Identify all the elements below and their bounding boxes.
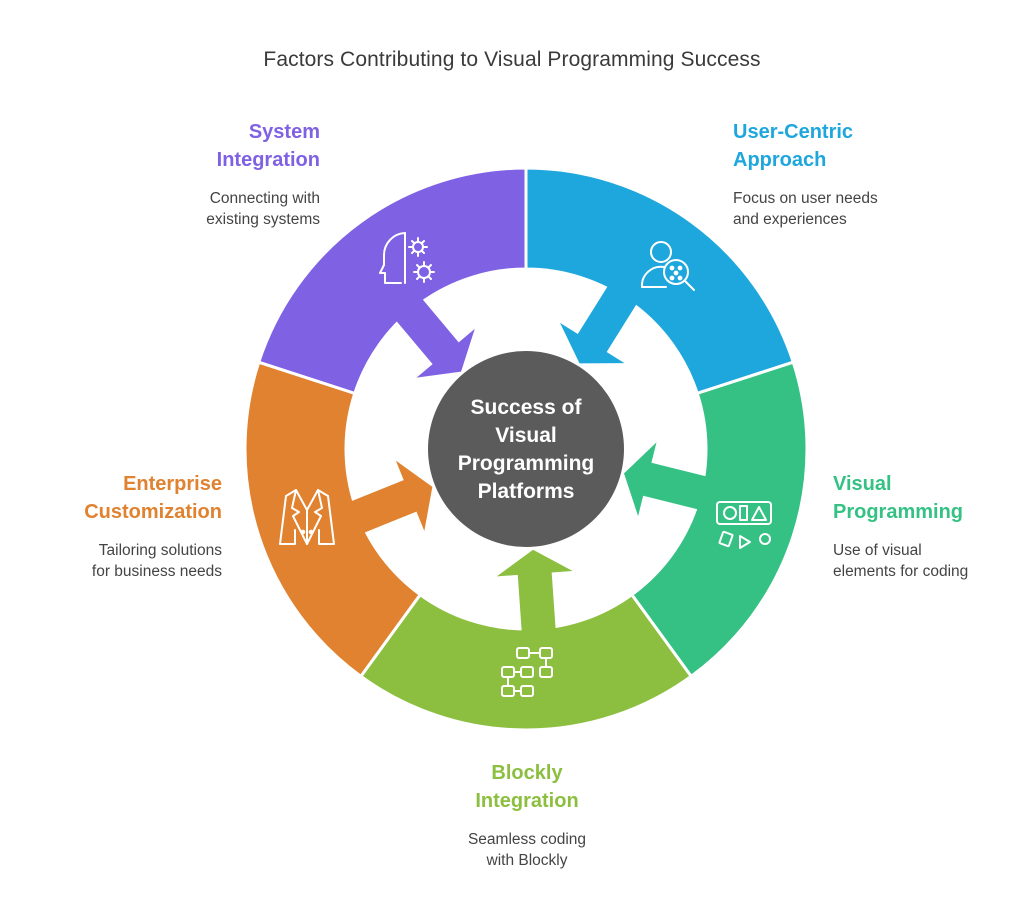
arrow-blockly-integration: [496, 549, 573, 634]
segment-system-integration: [256, 166, 528, 396]
segment-user-centric: [524, 166, 796, 396]
segment-blockly-integration: [358, 592, 694, 732]
shapes-icon: [716, 501, 772, 549]
heading-enterprise-customization: Enterprise Customization: [84, 473, 222, 523]
inward-arrows: [349, 283, 709, 634]
center-label-line: Platforms: [478, 480, 575, 503]
user-search-icon: [640, 241, 695, 291]
label-enterprise-customization: Enterprise Customization Tailoring solut…: [20, 470, 222, 582]
ring-segments: [243, 166, 809, 732]
diagram-title: Factors Contributing to Visual Programmi…: [263, 48, 761, 71]
head-gears-icon: [379, 232, 435, 284]
segment-icons: [279, 232, 772, 697]
center-label-line: Success of: [471, 396, 583, 419]
label-system-integration: System Integration Connecting with exist…: [120, 118, 320, 230]
arrow-visual-programming: [623, 442, 709, 517]
heading-user-centric: User-Centric Approach: [733, 121, 854, 171]
center-label-line: Programming: [458, 452, 595, 475]
desc-visual-programming: Use of visual elements for coding: [833, 542, 969, 580]
segment-visual-programming: [629, 360, 809, 679]
desc-enterprise-customization: Tailoring solutions for business needs: [91, 542, 222, 580]
segment-enterprise-customization: [243, 360, 423, 679]
suit-jacket-icon: [279, 489, 335, 545]
label-user-centric: User-Centric Approach Focus on user need…: [733, 118, 963, 230]
heading-blockly-integration: Blockly Integration: [475, 762, 579, 812]
heading-system-integration: System Integration: [216, 121, 320, 171]
desc-blockly-integration: Seamless coding with Blockly: [467, 831, 587, 869]
heading-visual-programming: Visual Programming: [833, 473, 964, 523]
center-circle: [428, 351, 624, 547]
arrow-enterprise-customization: [349, 460, 433, 534]
label-visual-programming: Visual Programming Use of visual element…: [833, 470, 1023, 582]
desc-user-centric: Focus on user needs and experiences: [733, 190, 878, 228]
arrow-system-integration: [394, 297, 475, 378]
desc-system-integration: Connecting with existing systems: [206, 190, 320, 228]
blocks-icon: [501, 647, 553, 697]
arrow-user-centric: [560, 283, 638, 364]
label-blockly-integration: Blockly Integration Seamless coding with…: [412, 759, 642, 871]
center-label-line: Visual: [495, 424, 556, 447]
